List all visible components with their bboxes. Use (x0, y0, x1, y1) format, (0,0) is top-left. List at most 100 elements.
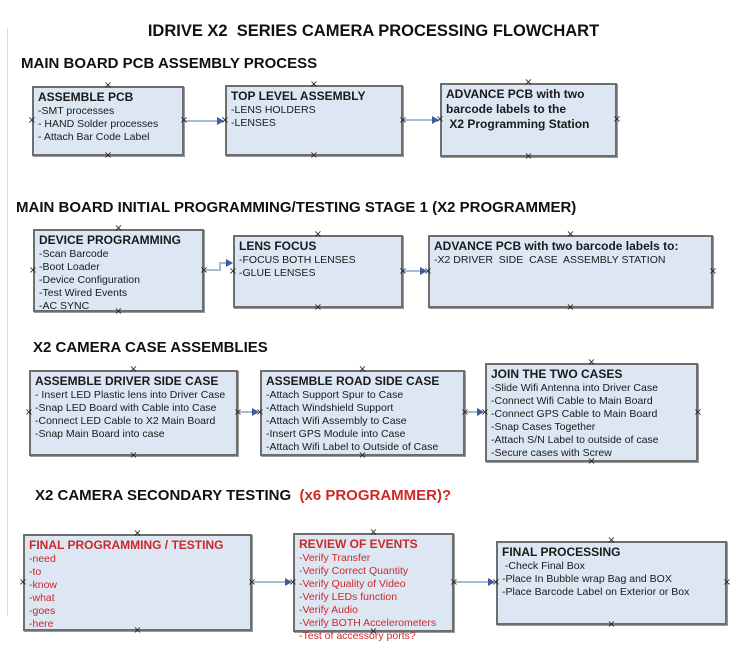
box-title: ASSEMBLE PCB (38, 90, 134, 104)
flow-box-advance-pcb-to-case-assembly: ADVANCE PCB with two barcode labels to: … (428, 235, 713, 308)
box-item: -Scan Barcode (39, 248, 109, 260)
section-heading-initial-programming: MAIN BOARD INITIAL PROGRAMMING/TESTING S… (16, 199, 577, 216)
heading-red-part: (x6 PROGRAMMER)? (295, 487, 452, 504)
flow-box-join-two-cases: JOIN THE TWO CASES -Slide Wifi Antenna i… (485, 363, 698, 462)
flow-box-top-level-assembly: TOP LEVEL ASSEMBLY -LENS HOLDERS-LENSES (225, 85, 403, 156)
box-item: -Connect GPS Cable to Main Board (491, 408, 658, 420)
connector-driverside-to-roadside (239, 411, 254, 413)
box-title: DEVICE PROGRAMMING (39, 233, 182, 247)
box-item: -Verify Quality of Video (299, 578, 406, 590)
flow-box-lens-focus: LENS FOCUS -FOCUS BOTH LENSES-GLUE LENSE… (233, 235, 403, 308)
box-item: -Attach Support Spur to Case (266, 389, 404, 401)
box-item: -Device Configuration (39, 274, 140, 286)
section-heading-case-assemblies: X2 CAMERA CASE ASSEMBLIES (33, 339, 268, 356)
box-item: -FOCUS BOTH LENSES (239, 254, 356, 266)
box-item-list: -FOCUS BOTH LENSES-GLUE LENSES (239, 254, 398, 280)
connector-review-to-finalprocessing (455, 581, 490, 583)
connector-deviceprog-elbow-riser (219, 263, 221, 271)
box-item-list: -need-to-know-what-goes-here (29, 553, 247, 631)
connector-roadside-to-join (466, 411, 479, 413)
box-item: -what (29, 592, 55, 604)
box-item: -Test of accessory ports? (299, 630, 416, 642)
box-item: -need (29, 553, 56, 565)
box-item: -Snap Cases Together (491, 421, 596, 433)
box-title: ASSEMBLE DRIVER SIDE CASE (35, 374, 219, 388)
box-item: - HAND Solder processes (38, 118, 159, 130)
box-item: -GLUE LENSES (239, 267, 316, 279)
box-item: -Connect LED Cable to X2 Main Board (35, 415, 216, 427)
box-item: -Place Barcode Label on Exterior or Box (502, 586, 690, 598)
arrowhead-icon (217, 117, 224, 125)
arrowhead-icon (477, 408, 484, 416)
box-item: -Slide Wifi Antenna into Driver Case (491, 382, 658, 394)
box-item: barcode labels to the (446, 102, 567, 116)
box-item: -LENS HOLDERS (231, 104, 316, 116)
connector-assemblepcb-to-toplevel (185, 120, 218, 122)
box-item: -Attach Wifi Label to Outside of Case (266, 441, 439, 453)
flow-box-assemble-driver-side-case: ASSEMBLE DRIVER SIDE CASE - Insert LED P… (29, 370, 238, 456)
connector-deviceprog-elbow-seg1 (205, 269, 221, 271)
connector-finalprog-to-review (253, 581, 287, 583)
box-item-list: - Insert LED Plastic lens into Driver Ca… (35, 389, 233, 441)
flow-box-review-of-events: REVIEW OF EVENTS -Verify Transfer-Verify… (293, 533, 454, 642)
box-item: -to (29, 566, 42, 578)
box-title: LENS FOCUS (239, 239, 317, 253)
flow-box-assemble-road-side-case: ASSEMBLE ROAD SIDE CASE -Attach Support … (260, 370, 465, 456)
box-item: -Insert GPS Module into Case (266, 428, 406, 440)
box-item-list: -SMT processes- HAND Solder processes- A… (38, 105, 179, 144)
box-item: -Place In Bubble wrap Bag and BOX (502, 573, 672, 585)
box-item: -Attach Wifi Assembly to Case (266, 415, 407, 427)
box-item: -Verify Audio (299, 604, 358, 616)
box-item: -Test Wired Events (39, 287, 128, 299)
box-item: -Snap LED Board with Cable into Case (35, 402, 217, 414)
box-item-list: -Check Final Box-Place In Bubble wrap Ba… (502, 560, 722, 599)
connector-toplevel-to-advancepcb (404, 119, 433, 121)
box-item-list: -Slide Wifi Antenna into Driver Case-Con… (491, 382, 693, 460)
box-title: TOP LEVEL ASSEMBLY (231, 89, 366, 103)
flow-box-final-processing: FINAL PROCESSING -Check Final Box-Place … (496, 541, 727, 625)
box-item: -Attach Windshield Support (266, 402, 394, 414)
box-item-list: -X2 DRIVER SIDE CASE ASSEMBLY STATION (434, 254, 708, 267)
box-item: - Insert LED Plastic lens into Driver Ca… (35, 389, 226, 401)
page-title: IDRIVE X2 SERIES CAMERA PROCESSING FLOWC… (147, 22, 600, 40)
arrowhead-icon (420, 267, 427, 275)
arrowhead-icon (488, 578, 495, 586)
flow-box-final-programming-testing: FINAL PROGRAMMING / TESTING -need-to-kno… (23, 534, 252, 631)
heading-black-part: X2 CAMERA SECONDARY TESTING (35, 487, 296, 504)
section-heading-pcb-assembly: MAIN BOARD PCB ASSEMBLY PROCESS (21, 55, 318, 72)
box-item: -Verify Correct Quantity (299, 565, 409, 577)
arrowhead-icon (432, 116, 439, 124)
box-item: -Attach S/N Label to outside of case (491, 434, 659, 446)
box-item: - Attach Bar Code Label (38, 131, 150, 143)
box-title: REVIEW OF EVENTS (299, 537, 418, 551)
box-item: -Verify LEDs function (299, 591, 398, 603)
arrowhead-icon (226, 259, 233, 267)
box-item: -LENSES (231, 117, 276, 129)
box-item: -Boot Loader (39, 261, 100, 273)
box-item: -Secure cases with Screw (491, 447, 612, 459)
box-item: -Check Final Box (502, 560, 585, 572)
box-title: FINAL PROCESSING (502, 545, 621, 559)
box-title: ASSEMBLE ROAD SIDE CASE (266, 374, 440, 388)
box-item: -Verify BOTH Accelerometers (299, 617, 437, 629)
box-item: ADVANCE PCB with two (446, 87, 585, 101)
connector-deviceprog-to-lensfocus (219, 262, 227, 264)
box-title: FINAL PROGRAMMING / TESTING (29, 538, 224, 552)
box-item-list: -Scan Barcode-Boot Loader-Device Configu… (39, 248, 199, 313)
flow-box-device-programming: DEVICE PROGRAMMING -Scan Barcode-Boot Lo… (33, 229, 204, 312)
box-item: -X2 DRIVER SIDE CASE ASSEMBLY STATION (434, 254, 666, 266)
box-item: -here (29, 618, 54, 630)
box-item: -SMT processes (38, 105, 115, 117)
arrowhead-icon (252, 408, 259, 416)
arrowhead-icon (285, 578, 292, 586)
box-item: -AC SYNC (39, 300, 90, 312)
box-item: -know (29, 579, 58, 591)
box-item: -Verify Transfer (299, 552, 371, 564)
box-title: JOIN THE TWO CASES (491, 367, 623, 381)
box-item-list: -Verify Transfer-Verify Correct Quantity… (299, 552, 449, 643)
drawing-canvas-edge (7, 28, 8, 616)
box-item: -Connect Wifi Cable to Main Board (491, 395, 653, 407)
